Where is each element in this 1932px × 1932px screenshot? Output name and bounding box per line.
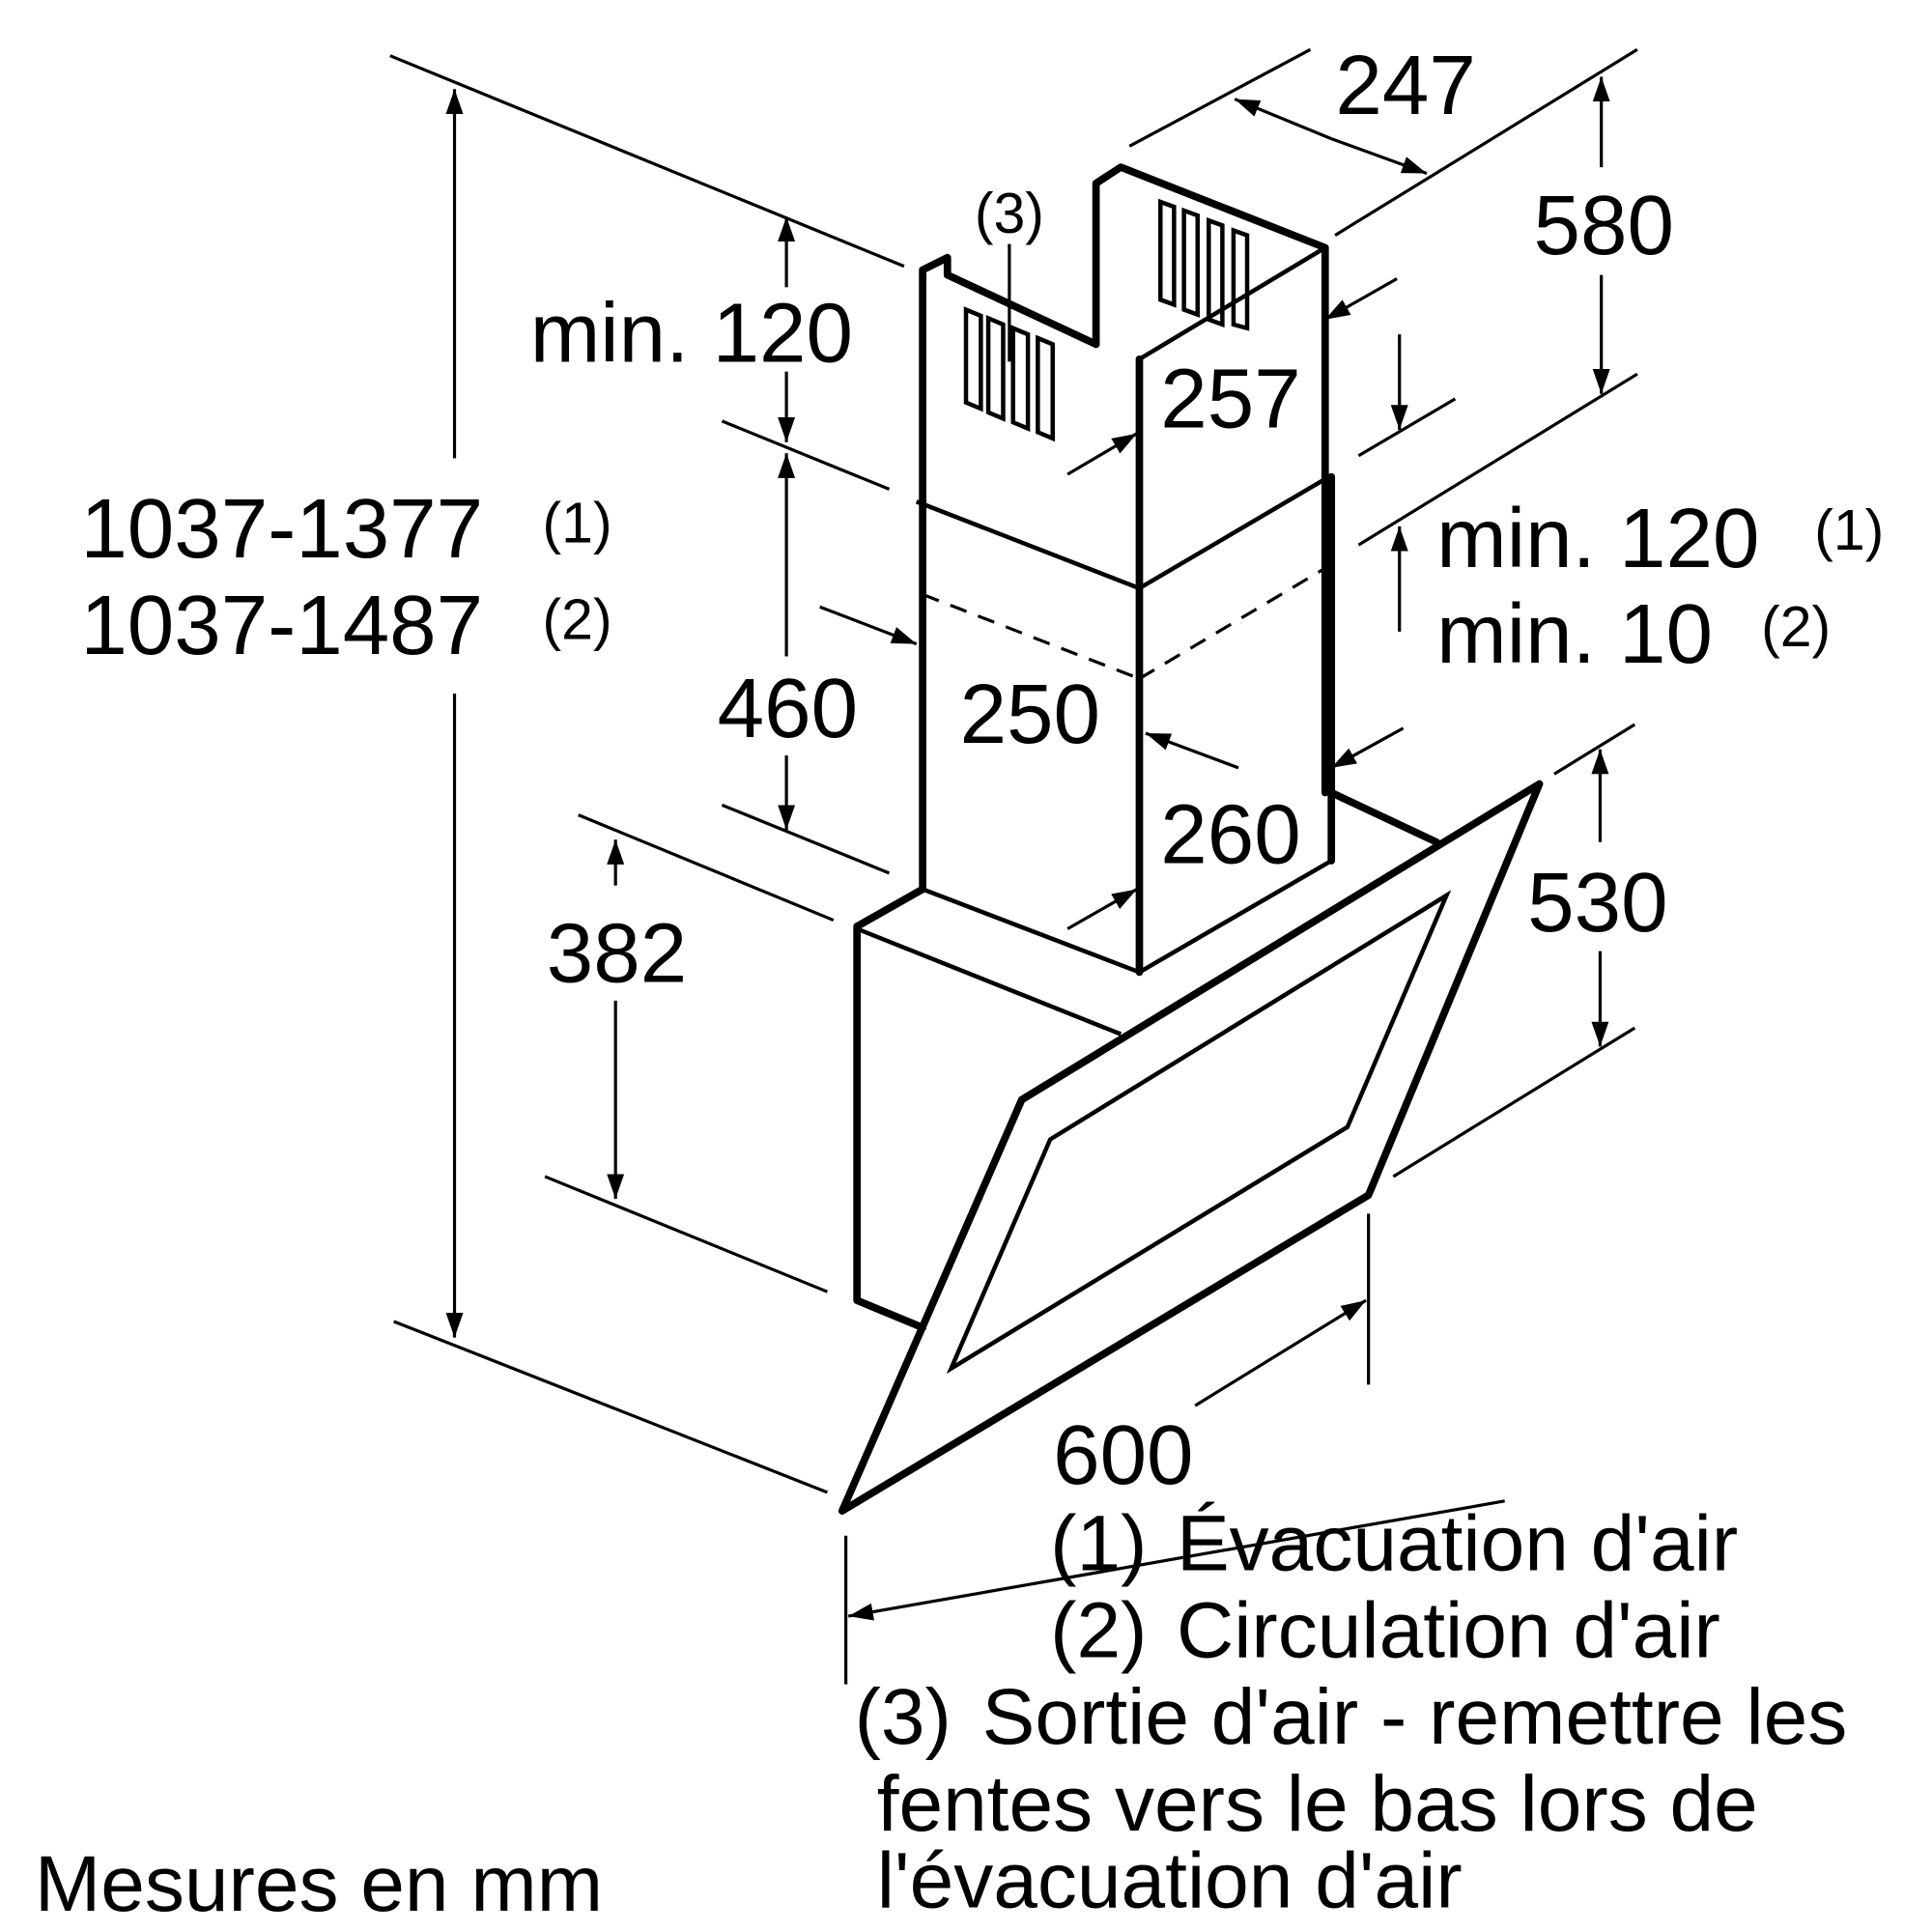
dim-257: 257: [1160, 352, 1300, 445]
dim-min-10-right-ref: (2): [1761, 596, 1831, 659]
legend-ref-3: (3): [855, 1673, 952, 1761]
dim-height-range-2-ref: (2): [543, 589, 612, 652]
glass-panel-outer: [838, 780, 1544, 1515]
dim-min-10-right: min. 10: [1436, 587, 1713, 681]
dim-530: 530: [1527, 856, 1667, 950]
hood-outline: [838, 163, 1544, 1515]
units-note: Mesures en mm: [35, 1840, 603, 1928]
dim-min-120-right-ref: (1): [1814, 499, 1884, 562]
dim-height-range-1: 1037-1377: [80, 482, 483, 576]
dimension-lines: [445, 76, 1610, 1621]
dim-height-range-1-ref: (1): [543, 493, 612, 555]
dim-247: 247: [1335, 39, 1475, 132]
dim-382: 382: [547, 907, 687, 1001]
dim-460: 460: [718, 662, 858, 755]
dim-580: 580: [1534, 179, 1674, 272]
legend: (1) Évacuation d'air (2) Circulation d'a…: [855, 1500, 1848, 1925]
air-outlet-slots: [963, 198, 1250, 442]
legend-text-3-line-2: fentes vers le bas lors de: [877, 1760, 1758, 1848]
legend-ref-1: (1): [1050, 1500, 1147, 1588]
dim-260: 260: [1160, 788, 1300, 882]
legend-text-3: Sortie d'air - remettre les: [982, 1673, 1848, 1761]
dim-600: 600: [1053, 1408, 1193, 1502]
legend-text-1: Évacuation d'air: [1177, 1500, 1738, 1588]
dim-min-120-right: min. 120: [1436, 492, 1759, 585]
dim-height-range-2: 1037-1487: [80, 579, 483, 672]
dim-min-120-top: min. 120: [530, 286, 853, 380]
callout-3: (3): [975, 183, 1044, 245]
legend-ref-2: (2): [1050, 1586, 1147, 1674]
legend-text-3-line-3: l'évacuation d'air: [877, 1836, 1463, 1924]
extension-lines: [389, 47, 1638, 1685]
glass-panel-inner: [946, 890, 1452, 1375]
legend-text-2: Circulation d'air: [1177, 1586, 1720, 1674]
dim-250: 250: [960, 668, 1100, 761]
